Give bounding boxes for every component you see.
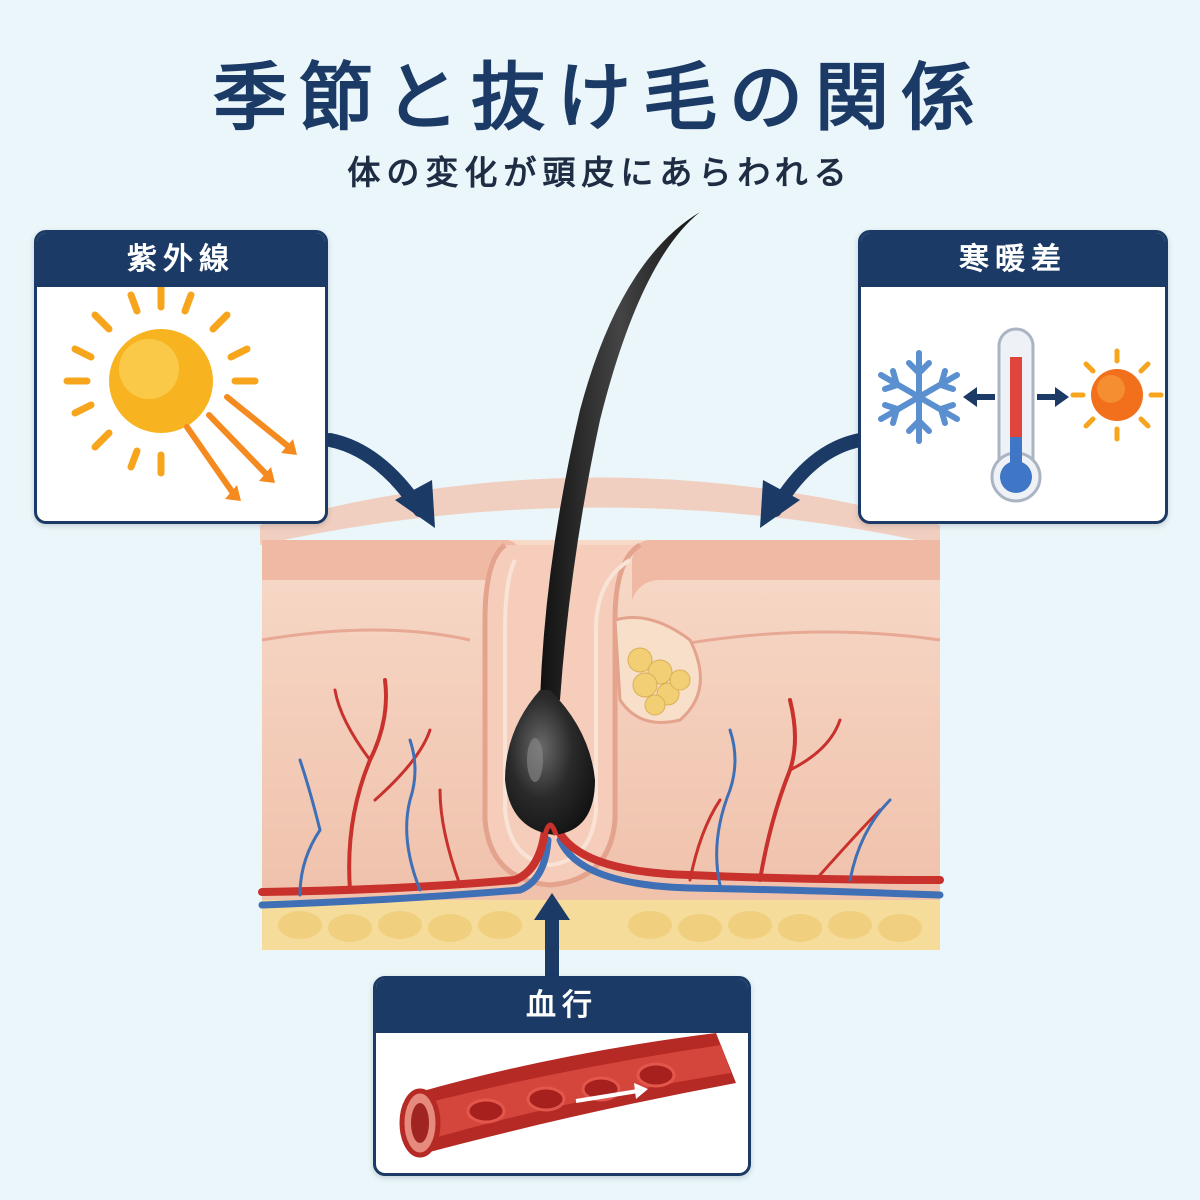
card-blood-flow-title: 血行: [376, 979, 748, 1033]
snowflake-icon: [878, 350, 960, 444]
blood-vessel-icon: [399, 1033, 736, 1158]
arrow-temp-head: [760, 480, 800, 528]
arrow-uv-head: [395, 480, 435, 528]
sebaceous-gland: [613, 616, 702, 724]
card-uv: 紫外線: [34, 230, 328, 524]
card-temperature-title: 寒暖差: [861, 233, 1165, 287]
card-uv-title: 紫外線: [37, 233, 325, 287]
thermometer-icon: [990, 327, 1042, 503]
card-temperature: 寒暖差: [858, 230, 1168, 524]
arrow-right-icon: [1037, 387, 1069, 407]
arrow-left-icon: [963, 387, 995, 407]
sun-icon: [1070, 348, 1164, 442]
card-blood-flow-body: [376, 1033, 748, 1173]
sun-rays-icon: [63, 287, 297, 501]
hair-strand: [505, 212, 700, 836]
arrow-blood-head: [534, 893, 570, 920]
card-uv-body: [37, 287, 325, 521]
page-title: 季節と抜け毛の関係: [213, 55, 987, 141]
card-temperature-body: [861, 287, 1165, 521]
card-blood-flow: 血行: [373, 976, 751, 1176]
page-subtitle: 体の変化が頭皮にあらわれる: [347, 153, 853, 192]
blood-vessels: [258, 678, 944, 909]
